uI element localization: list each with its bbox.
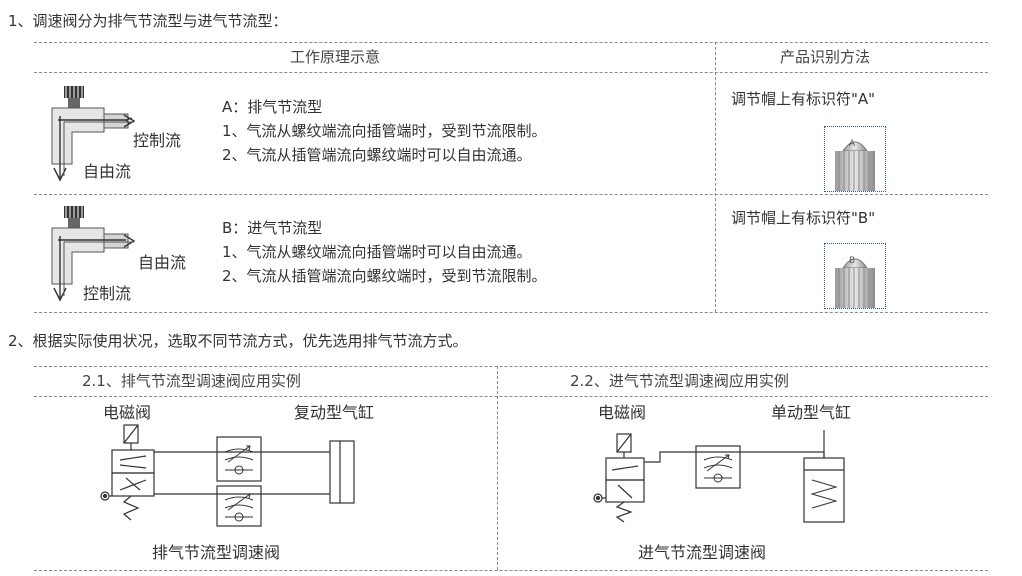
app-left-header: 2.1、排气节流型调速阀应用实例 (82, 372, 301, 390)
section2-title: 2、根据实际使用状况，选取不同节流方式，优先选用排气节流方式。 (8, 332, 468, 350)
app-table-column-divider (497, 366, 498, 570)
left-valve-label: 电磁阀 (103, 403, 152, 422)
cap-b-letter: B (849, 256, 856, 266)
row-a-line1: 1、气流从螺纹端流向插管端时，受到节流限制。 (222, 122, 547, 140)
row-a-line2: 2、气流从插管端流向螺纹端时可以自由流通。 (222, 146, 532, 164)
row-b-title: B：进气节流型 (222, 219, 323, 237)
table-column-divider (715, 42, 716, 312)
table-header-border (34, 72, 988, 73)
app-right-header: 2.2、进气节流型调速阀应用实例 (570, 372, 789, 390)
fitting-b-diagram (51, 206, 136, 302)
row-b-line2: 2、气流从插管端流向螺纹端时，受到节流限制。 (222, 267, 547, 285)
header-identify: 产品识别方法 (780, 48, 871, 66)
left-cylinder-label: 复动型气缸 (294, 403, 375, 422)
row-b-line1: 1、气流从螺纹端流向插管端时可以自由流通。 (222, 243, 532, 261)
table-top-border (34, 42, 988, 43)
row-b-flow-right: 自由流 (138, 253, 187, 272)
cap-b-photo: B (824, 243, 886, 309)
right-cylinder-label: 单动型气缸 (771, 403, 852, 422)
header-principle: 工作原理示意 (290, 48, 381, 66)
row-b-flow-bottom: 控制流 (83, 284, 132, 303)
app-table-top-border (34, 366, 988, 367)
cap-a-letter: A (849, 139, 856, 149)
left-caption: 排气节流型调速阀 (152, 543, 281, 562)
table-row-divider (34, 194, 988, 195)
right-valve-label: 电磁阀 (598, 403, 647, 422)
section1-title: 1、调速阀分为排气节流型与进气节流型： (8, 12, 288, 30)
row-a-flow-right: 控制流 (133, 131, 182, 150)
app-table-header-border (34, 396, 988, 397)
row-b-identify: 调节帽上有标识符"B" (731, 209, 876, 227)
right-caption: 进气节流型调速阀 (638, 543, 767, 562)
row-a-title: A：排气节流型 (222, 98, 323, 116)
table-bottom-border (34, 312, 988, 313)
cap-a-photo: A (824, 126, 886, 192)
row-a-identify: 调节帽上有标识符"A" (731, 90, 876, 108)
app-table-bottom-border (34, 570, 988, 571)
row-a-flow-bottom: 自由流 (83, 162, 132, 181)
fitting-a-diagram (51, 86, 136, 182)
